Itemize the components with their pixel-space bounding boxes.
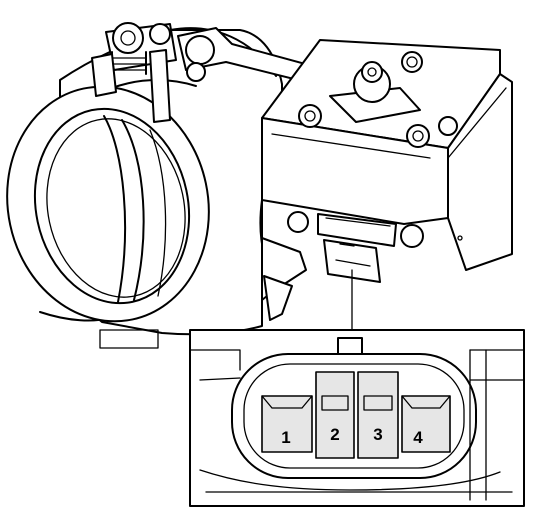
pin-label-4: 4 (413, 428, 423, 447)
pin-cavity (261, 395, 313, 453)
inlet-ring (6, 85, 210, 323)
mounting-bolt (298, 104, 322, 128)
mounting-bolt (406, 124, 430, 148)
pin-label-1: 1 (281, 428, 290, 447)
mounting-bolt (401, 51, 423, 73)
pin-cavity (357, 371, 399, 459)
pin-cavity (401, 395, 451, 453)
pin-label-3: 3 (373, 425, 382, 444)
shaft-spring (91, 22, 177, 123)
actuator-module (259, 39, 513, 321)
pin-label-2: 2 (330, 425, 339, 444)
pin-cavity (315, 371, 355, 459)
connector-detail-inset: 1 2 3 4 (189, 329, 525, 507)
mounting-bolt (438, 116, 458, 136)
